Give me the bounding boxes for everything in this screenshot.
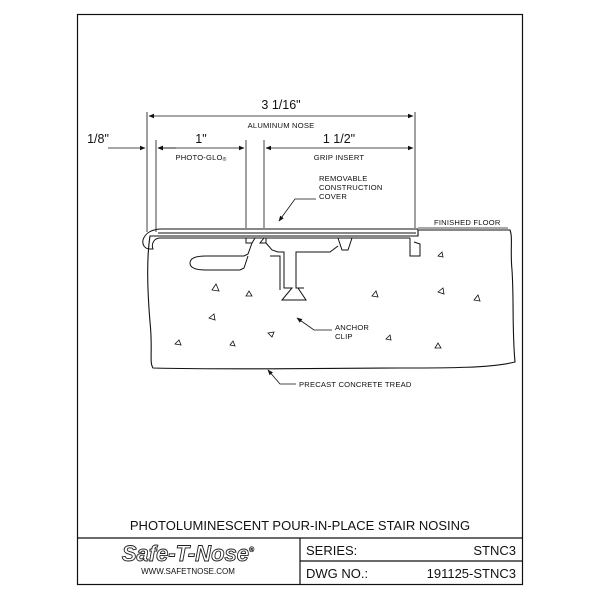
removable-cover-label: REMOVABLE CONSTRUCTION COVER — [319, 174, 385, 201]
aluminum-nose-label: ALUMINUM NOSE — [248, 121, 315, 130]
aluminum-nose-profile — [142, 228, 421, 301]
series-label: SERIES: — [306, 543, 357, 558]
finished-floor-label: FINISHED FLOOR — [434, 218, 501, 227]
precast-tread-label: PRECAST CONCRETE TREAD — [299, 380, 412, 389]
photo-glo-registered-mark: ® — [223, 156, 227, 163]
grip-insert-label: GRIP INSERT — [314, 153, 365, 162]
grip-insert-dimension: 1 1/2" — [323, 132, 355, 146]
company-website: WWW.SAFETNOSE.COM — [141, 567, 235, 576]
logo-registered-mark: ® — [249, 546, 255, 554]
removable-cover-leader — [278, 198, 316, 222]
sheet-border — [76, 13, 524, 586]
overall-dimension: 3 1/16" — [261, 98, 300, 112]
dwg-number-label: DWG NO.: — [306, 566, 368, 581]
precast-concrete-tread — [147, 229, 516, 370]
series-value: STNC3 — [473, 543, 516, 558]
offset-dimension: 1/8" — [87, 132, 109, 146]
dimension-lines — [108, 112, 416, 232]
photo-glo-label: PHOTO-GLO® — [175, 153, 226, 163]
anchor-clip-label: ANCHOR CLIP — [335, 323, 371, 341]
company-logo: Safe-T-Nose® — [122, 541, 255, 566]
aggregate-marks — [174, 251, 481, 349]
drawing-title: PHOTOLUMINESCENT POUR-IN-PLACE STAIR NOS… — [130, 518, 470, 533]
precast-tread-leader — [267, 369, 296, 385]
photo-glo-dimension: 1" — [195, 132, 206, 146]
anchor-clip-leader — [296, 317, 332, 331]
dwg-number-value: 191125-STNC3 — [427, 566, 516, 581]
